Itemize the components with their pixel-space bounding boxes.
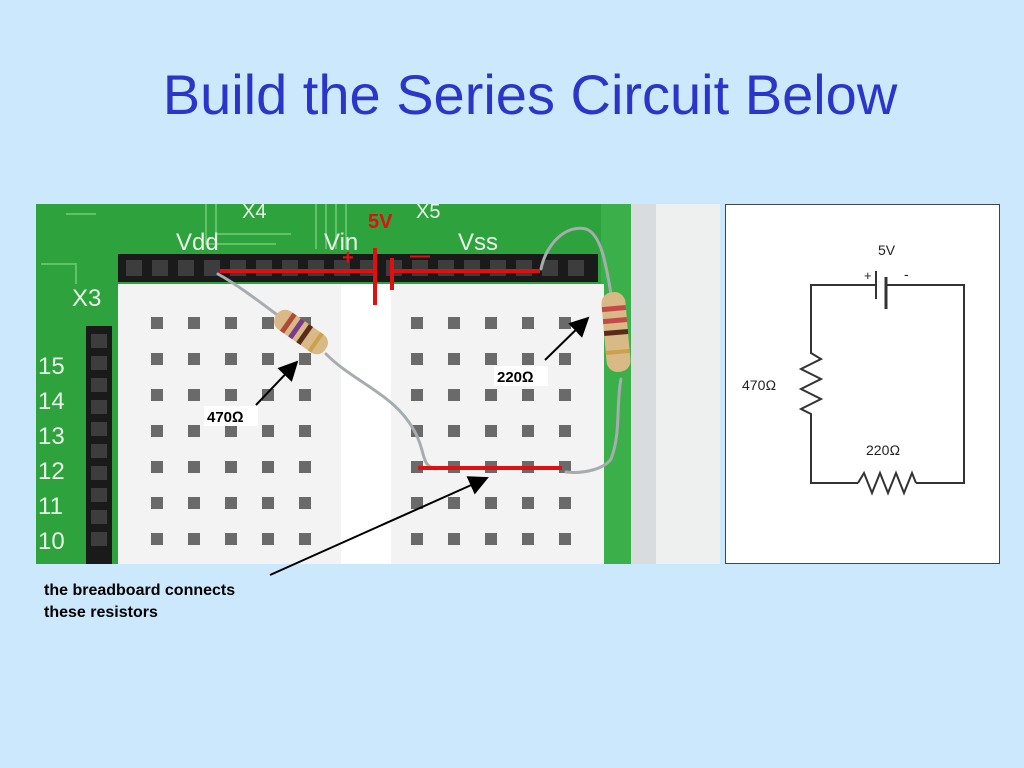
row-number-12: 12: [38, 458, 65, 485]
schematic-plus-label: +: [864, 268, 872, 283]
schematic-panel: 5V + - 470Ω 220Ω: [725, 204, 1000, 564]
row-number-13: 13: [38, 423, 65, 450]
label-x4: X4: [242, 204, 266, 223]
row-number-10: 10: [38, 528, 65, 555]
schematic-voltage-label: 5V: [878, 242, 896, 258]
resistor-220: [601, 292, 631, 372]
resistor-220-symbol: [857, 470, 917, 496]
resistor-leads: [216, 226, 623, 474]
breadboard-caption: the breadboard connects these resistors: [44, 580, 235, 624]
label-vin: Vin: [324, 229, 358, 256]
resistor-470: [274, 309, 328, 355]
breadboard-illustration: Vdd Vin Vss X3 X4 X5 15 14 13 12 11 10: [36, 204, 720, 564]
label-vdd: Vdd: [176, 229, 219, 256]
breadboard-center-channel: [341, 284, 391, 564]
pcb-traces: [41, 204, 347, 284]
row-numbers: 15 14 13 12 11 10: [38, 353, 65, 555]
slide-title: Build the Series Circuit Below: [162, 63, 898, 126]
caption-line-1: the breadboard connects: [44, 582, 236, 599]
wire-top-left: [810, 284, 876, 348]
resistor-470-symbol: [798, 348, 824, 419]
left-header-pins: [91, 334, 107, 546]
schematic-r2-label: 220Ω: [866, 442, 900, 458]
metal-edge: [656, 204, 720, 564]
breadboard-photo: Vdd Vin Vss X3 X4 X5 15 14 13 12 11 10: [36, 204, 720, 564]
schematic-wires: [798, 271, 965, 496]
row-number-15: 15: [38, 353, 65, 380]
wire-bottom-left: [810, 419, 858, 484]
label-x3: X3: [72, 285, 101, 312]
schematic-minus-label: -: [904, 266, 909, 282]
wire-top-right: [886, 284, 965, 484]
caption-line-2: these resistors: [44, 604, 158, 621]
pcb-edge: [601, 204, 631, 564]
row-number-11: 11: [38, 493, 63, 520]
label-x5: X5: [416, 204, 440, 223]
label-vss: Vss: [458, 229, 498, 256]
schematic-r1-label: 470Ω: [742, 377, 776, 393]
series-circuit-schematic: 5V + - 470Ω 220Ω: [742, 242, 965, 496]
row-number-14: 14: [38, 388, 65, 415]
